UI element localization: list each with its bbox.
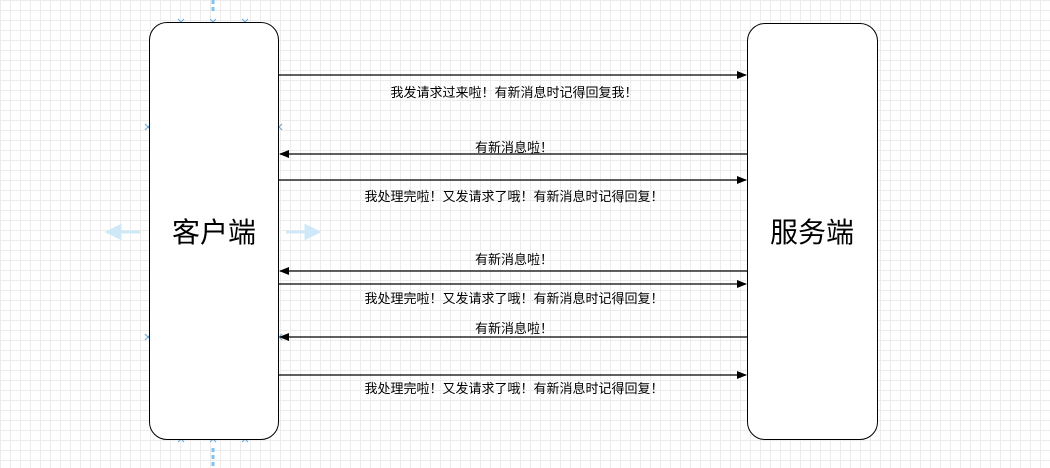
message-label-2: 有新消息啦！ bbox=[474, 141, 554, 156]
message-label-4: 有新消息啦！ bbox=[474, 253, 554, 268]
message-label-5: 我处理完啦！又发请求了哦！有新消息时记得回复！ bbox=[364, 292, 664, 307]
server-box[interactable] bbox=[747, 23, 878, 440]
client-box[interactable] bbox=[149, 22, 279, 440]
message-label-7: 我处理完啦！又发请求了哦！有新消息时记得回复！ bbox=[364, 382, 664, 397]
message-label-3: 我处理完啦！又发请求了哦！有新消息时记得回复！ bbox=[364, 190, 664, 205]
client-label: 客户端 bbox=[171, 216, 257, 249]
message-label-6: 有新消息啦！ bbox=[474, 322, 554, 337]
resize-left-arrow-icon[interactable] bbox=[104, 223, 140, 241]
message-label-1: 我发请求过来啦！有新消息时记得回复我！ bbox=[390, 86, 638, 101]
server-label: 服务端 bbox=[769, 216, 855, 249]
resize-right-arrow-icon[interactable] bbox=[286, 223, 322, 241]
